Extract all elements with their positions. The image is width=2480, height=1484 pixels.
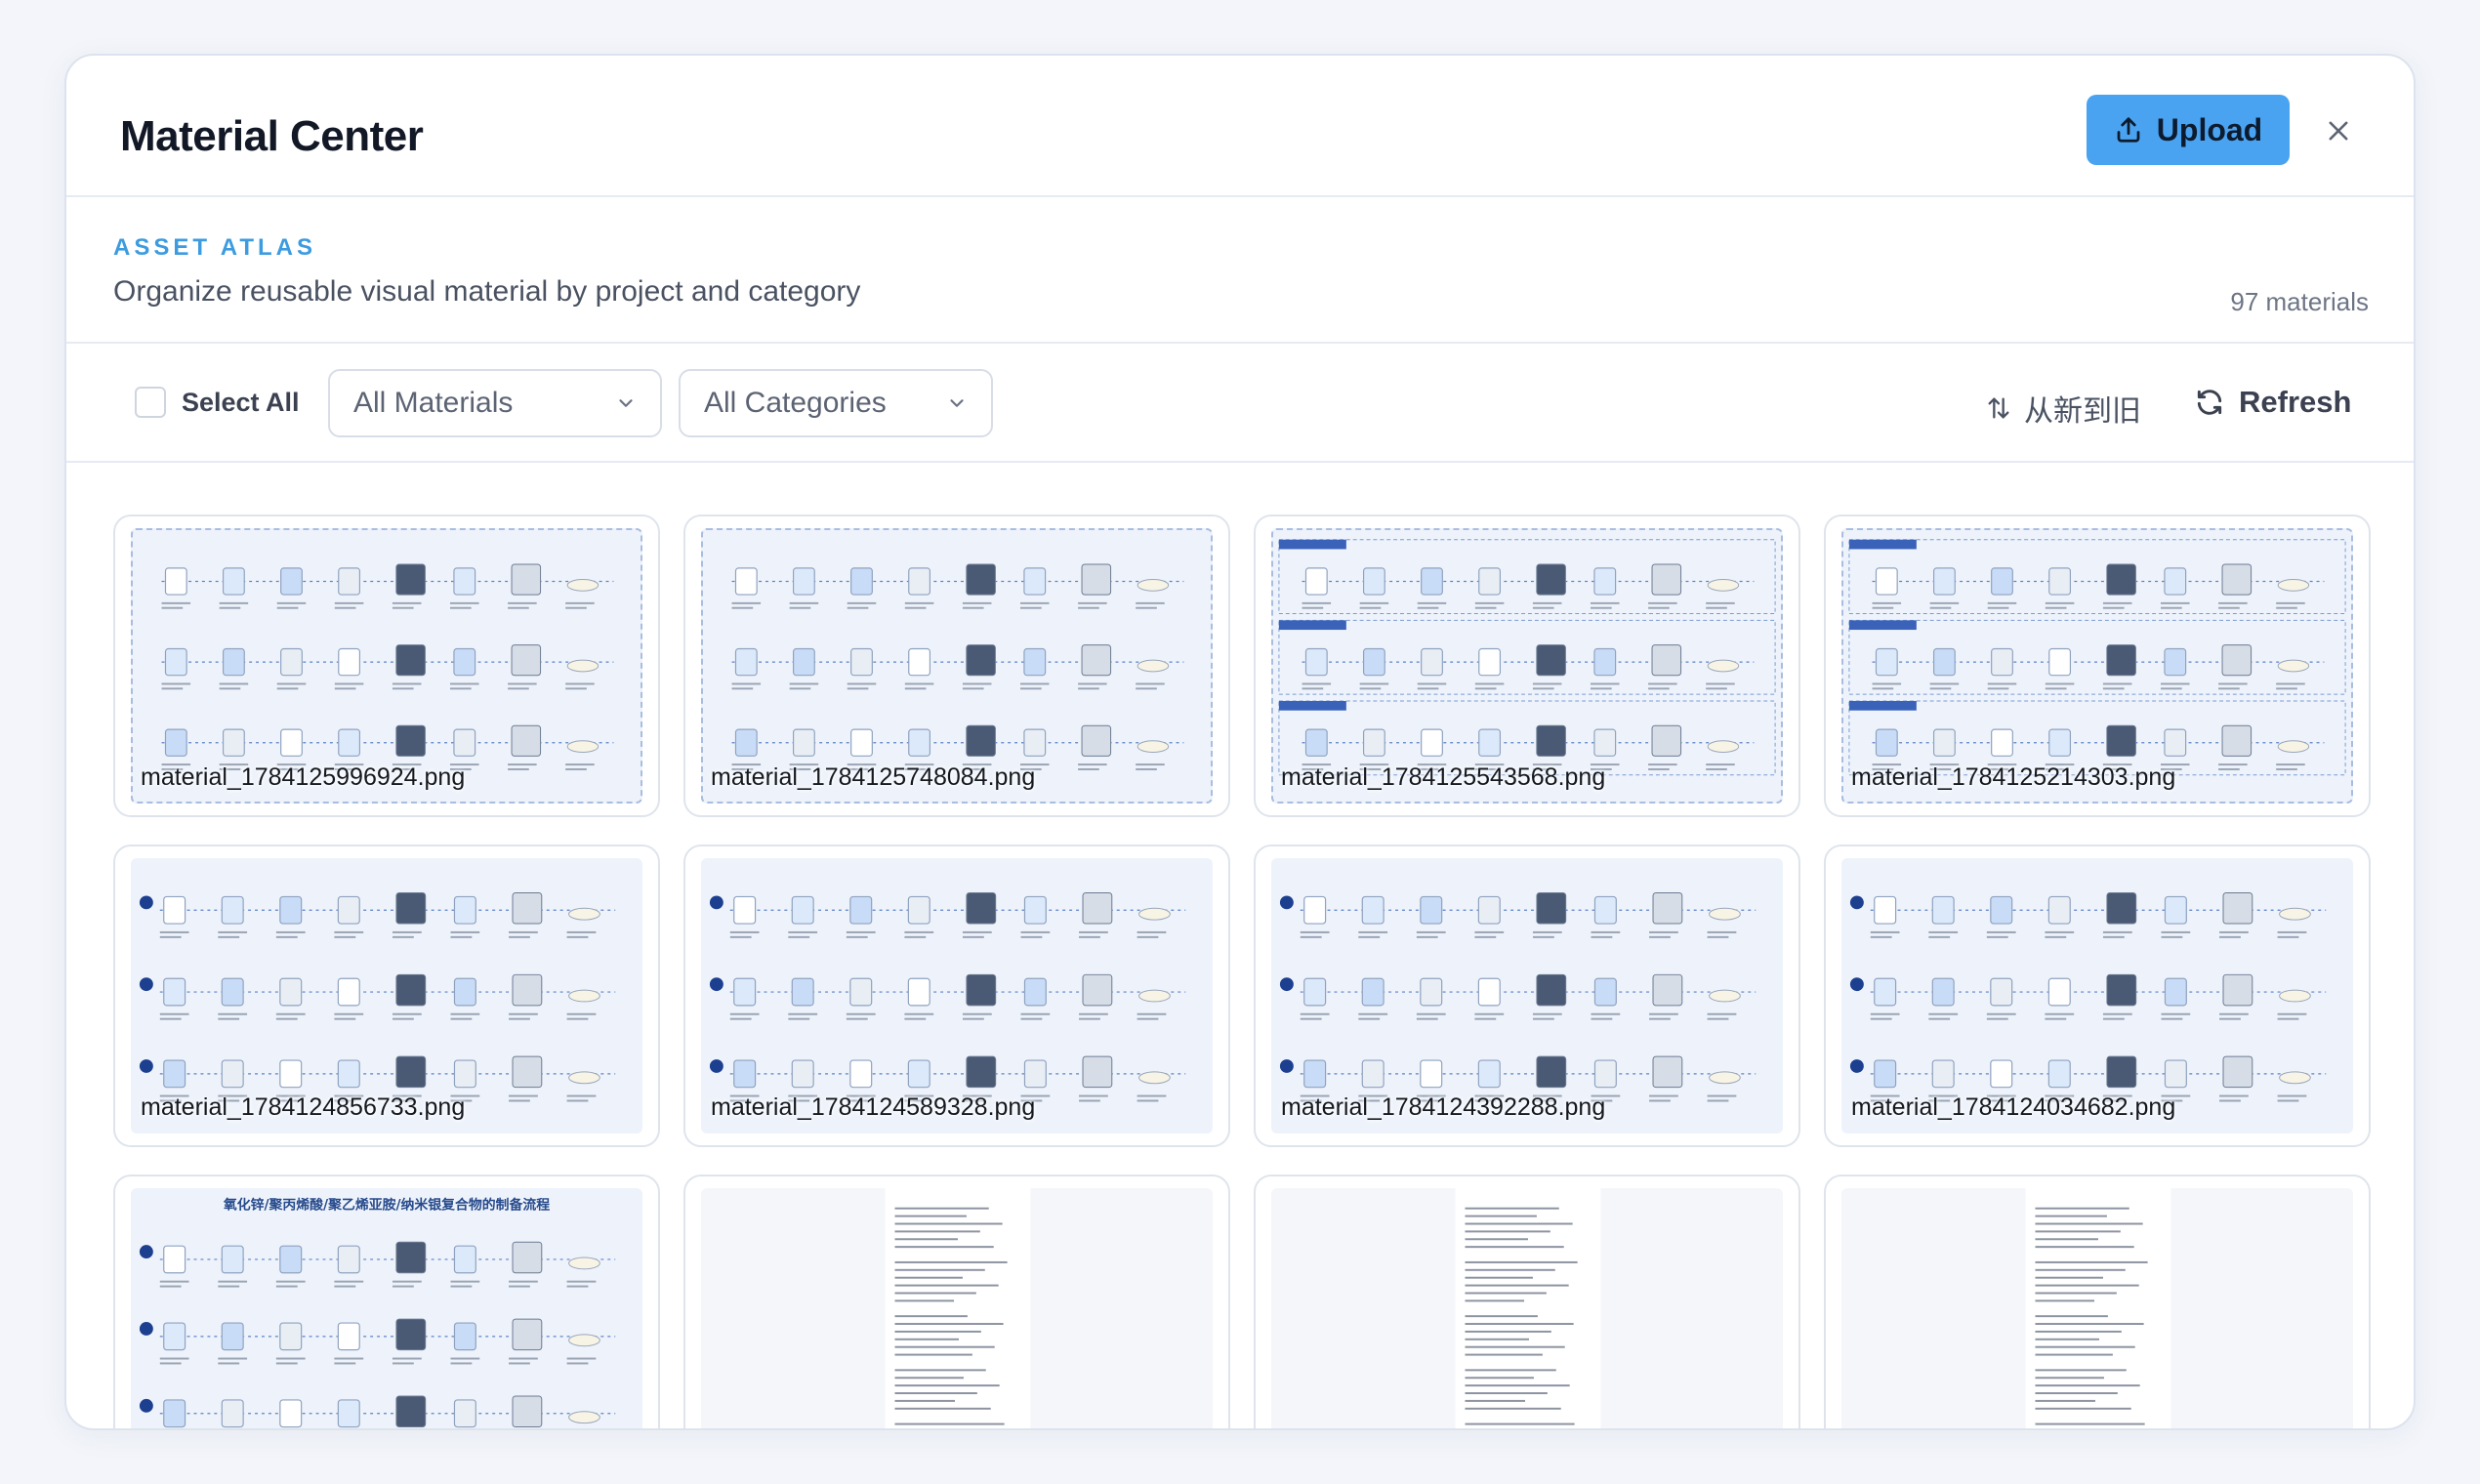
material-filename: material_1784124589328.png [711, 1093, 1036, 1121]
sort-button[interactable]: 从新到旧 [1985, 387, 2141, 430]
material-card[interactable] [1824, 1175, 2371, 1428]
material-card[interactable] [683, 1175, 1230, 1428]
material-card[interactable]: material_1784125214303.png [1824, 515, 2371, 817]
eyebrow-label: ASSET ATLAS [113, 234, 317, 261]
select-all-label: Select All [182, 387, 300, 417]
chevron-down-icon [619, 399, 633, 407]
refresh-icon [2197, 390, 2222, 415]
material-card[interactable]: material_1784125543568.png [1254, 515, 1800, 817]
refresh-label: Refresh [2239, 385, 2352, 419]
material-thumbnail [701, 528, 1213, 804]
material-card[interactable]: 氧化锌/聚丙烯酸/聚乙烯亚胺/纳米银复合物的制备流程 [113, 1175, 660, 1428]
intro-section: ASSET ATLAS Organize reusable visual mat… [66, 197, 2414, 344]
refresh-button[interactable]: Refresh [2194, 385, 2351, 420]
close-button[interactable] [2312, 104, 2365, 157]
materials-filter-select[interactable]: All Materials [328, 369, 662, 437]
upload-button-label: Upload [2156, 111, 2263, 147]
material-thumbnail [131, 858, 642, 1134]
select-all-checkbox[interactable]: Select All [135, 387, 300, 418]
material-filename: material_1784125214303.png [1851, 763, 2176, 791]
material-card[interactable]: material_1784124392288.png [1254, 845, 1800, 1147]
material-thumbnail [1841, 1188, 2353, 1428]
material-card[interactable]: material_1784125996924.png [113, 515, 660, 817]
thumbnail-heading: 氧化锌/聚丙烯酸/聚乙烯亚胺/纳米银复合物的制备流程 [223, 1197, 550, 1214]
material-center-modal: Material Center Upload ASSET ATLAS Organ… [64, 54, 2416, 1430]
material-card[interactable]: material_1784124589328.png [683, 845, 1230, 1147]
checkbox-box[interactable] [135, 387, 166, 418]
close-icon [2329, 121, 2348, 141]
material-thumbnail [1271, 528, 1783, 804]
material-thumbnail [1841, 528, 2353, 804]
modal-header: Material Center Upload [66, 56, 2414, 197]
material-thumbnail [1271, 1188, 1783, 1428]
material-card[interactable] [1254, 1175, 1800, 1428]
filter-toolbar: Select All All Materials All Categories … [66, 344, 2414, 463]
material-filename: material_1784125996924.png [141, 763, 466, 791]
chevron-down-icon [950, 399, 964, 407]
upload-button[interactable]: Upload [2087, 95, 2290, 165]
materials-grid: material_1784125996924.png material_17841… [113, 515, 2384, 1428]
material-thumbnail [131, 528, 642, 804]
material-filename: material_1784125748084.png [711, 763, 1036, 791]
material-filename: material_1784124034682.png [1851, 1093, 2176, 1121]
materials-count: 97 materials [2230, 287, 2369, 316]
material-filename: material_1784124392288.png [1281, 1093, 1606, 1121]
material-thumbnail [1271, 858, 1783, 1134]
sort-label: 从新到旧 [2024, 395, 2141, 428]
material-card[interactable]: material_1784124034682.png [1824, 845, 2371, 1147]
material-filename: material_1784125543568.png [1281, 763, 1606, 791]
materials-filter-value: All Materials [353, 387, 514, 419]
page-title: Material Center [120, 112, 424, 160]
material-thumbnail [1841, 858, 2353, 1134]
material-thumbnail [701, 1188, 1213, 1428]
categories-filter-value: All Categories [704, 387, 887, 419]
material-filename: material_1784124856733.png [141, 1093, 466, 1121]
material-thumbnail: 氧化锌/聚丙烯酸/聚乙烯亚胺/纳米银复合物的制备流程 [131, 1188, 642, 1428]
sort-icon [1988, 397, 2009, 419]
material-card[interactable]: material_1784125748084.png [683, 515, 1230, 817]
material-thumbnail [701, 858, 1213, 1134]
subtitle: Organize reusable visual material by pro… [113, 275, 861, 308]
upload-icon [2117, 117, 2140, 143]
material-card[interactable]: material_1784124856733.png [113, 845, 660, 1147]
categories-filter-select[interactable]: All Categories [679, 369, 993, 437]
